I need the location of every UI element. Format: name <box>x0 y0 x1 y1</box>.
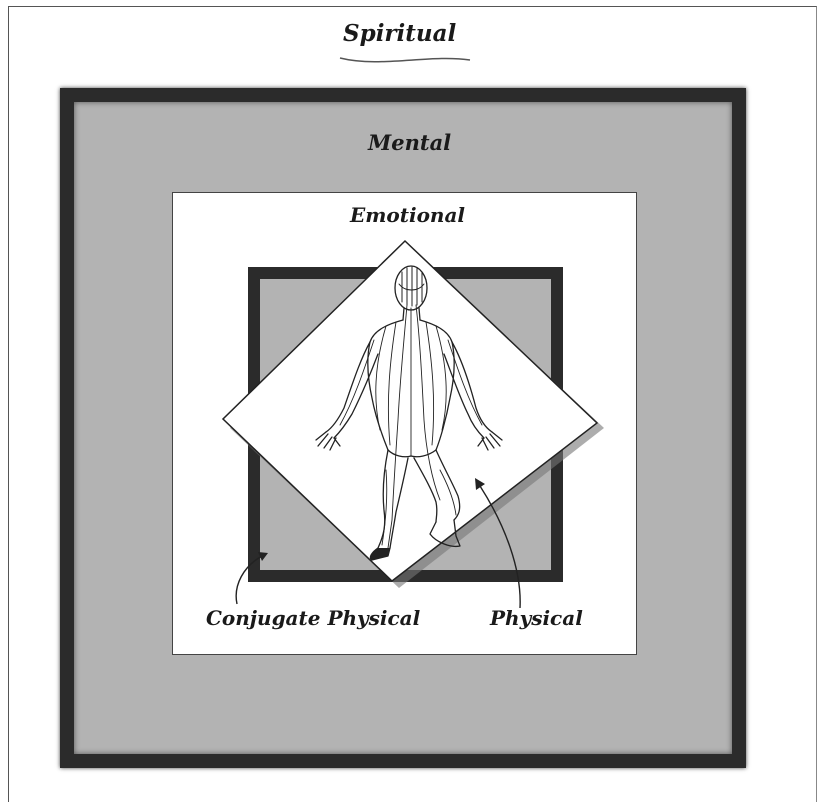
conjugate-physical-label: Conjugate Physical <box>206 606 420 630</box>
conjugate-physical-arrow <box>236 552 268 604</box>
physical-label: Physical <box>490 606 583 630</box>
